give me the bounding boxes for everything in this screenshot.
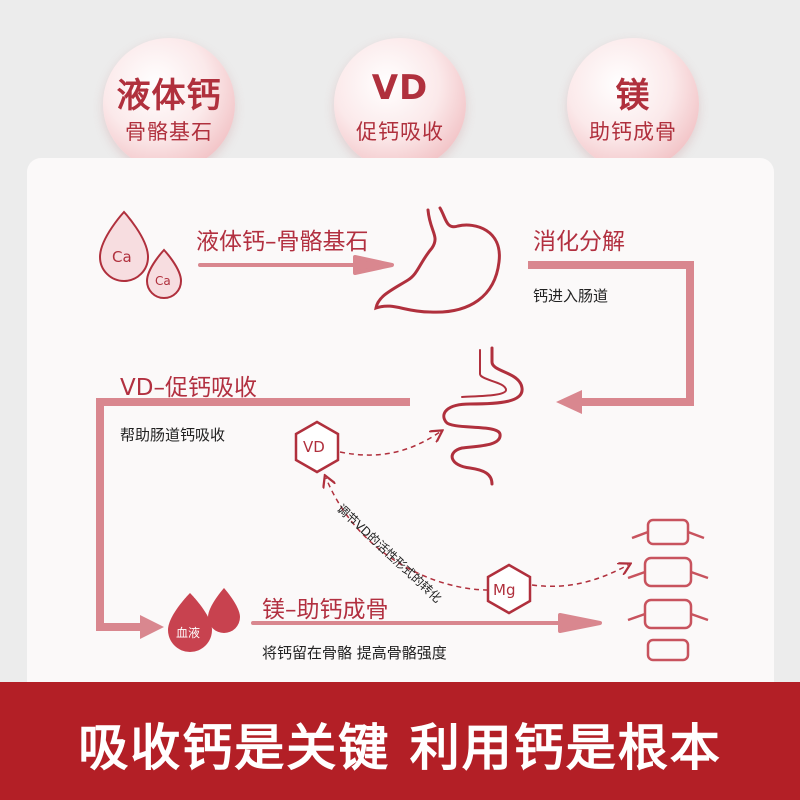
calcium-drop-icon — [98, 210, 150, 282]
mg-badge-label: Mg — [493, 581, 516, 599]
arrow-digest-head — [556, 390, 582, 414]
bubble-magnesium: 镁 助钙成骨 — [567, 38, 699, 170]
arrow-to-bones — [251, 613, 602, 633]
calcium-drop-label: Ca — [112, 248, 132, 266]
bottom-banner: 吸收钙是关键 利用钙是根本 — [0, 682, 800, 800]
vd-badge-label: VD — [303, 438, 325, 456]
mg-desc: 将钙留在骨骼 提高骨骼强度 — [262, 644, 447, 662]
arrow-to-stomach — [198, 255, 394, 275]
banner-slogan: 吸收钙是关键 利用钙是根本 — [78, 719, 722, 777]
blood-drop-small-icon — [208, 588, 240, 633]
blood-drop-label: 血液 — [176, 626, 201, 640]
mg-badge-hexagon — [486, 563, 532, 615]
mg-title: 镁–助钙成骨 — [262, 597, 389, 623]
bubble-title: 镁 — [615, 76, 651, 116]
intestine-icon — [442, 346, 524, 486]
bubble-subtitle: 骨骼基石 — [125, 120, 213, 144]
calcium-drop-small-icon — [145, 248, 183, 299]
dashed-mg-to-bones — [531, 565, 628, 588]
bubble-title: 液体钙 — [116, 76, 222, 116]
flow-panel — [27, 158, 774, 698]
step1-title: 液体钙–骨骼基石 — [196, 229, 369, 255]
bubble-title: VD — [371, 68, 429, 108]
intestine-inner-icon — [461, 349, 508, 398]
spine-icon — [627, 518, 709, 662]
bubble-subtitle: 助钙成骨 — [589, 120, 677, 144]
bubble-liquid-calcium: 液体钙 骨骼基石 — [103, 38, 235, 170]
digest-desc: 钙进入肠道 — [533, 287, 609, 305]
vd-badge-hexagon — [294, 420, 340, 474]
blood-drop-icon — [168, 593, 212, 652]
dashed-mg-to-vd — [326, 478, 489, 591]
stomach-icon — [374, 206, 501, 314]
arrow-absorb-loop — [96, 398, 410, 631]
bubble-subtitle: 促钙吸收 — [356, 120, 444, 144]
calcium-drop-small-label: Ca — [155, 274, 171, 288]
arrow-absorb-head — [140, 615, 164, 639]
dashed-vd-to-intestine — [339, 432, 440, 456]
arrow-digest-loop — [528, 261, 694, 406]
bubble-vd: VD 促钙吸收 — [334, 38, 466, 170]
digest-title: 消化分解 — [533, 229, 625, 255]
vd-desc: 帮助肠道钙吸收 — [120, 426, 226, 444]
vd-title: VD–促钙吸收 — [120, 375, 257, 401]
